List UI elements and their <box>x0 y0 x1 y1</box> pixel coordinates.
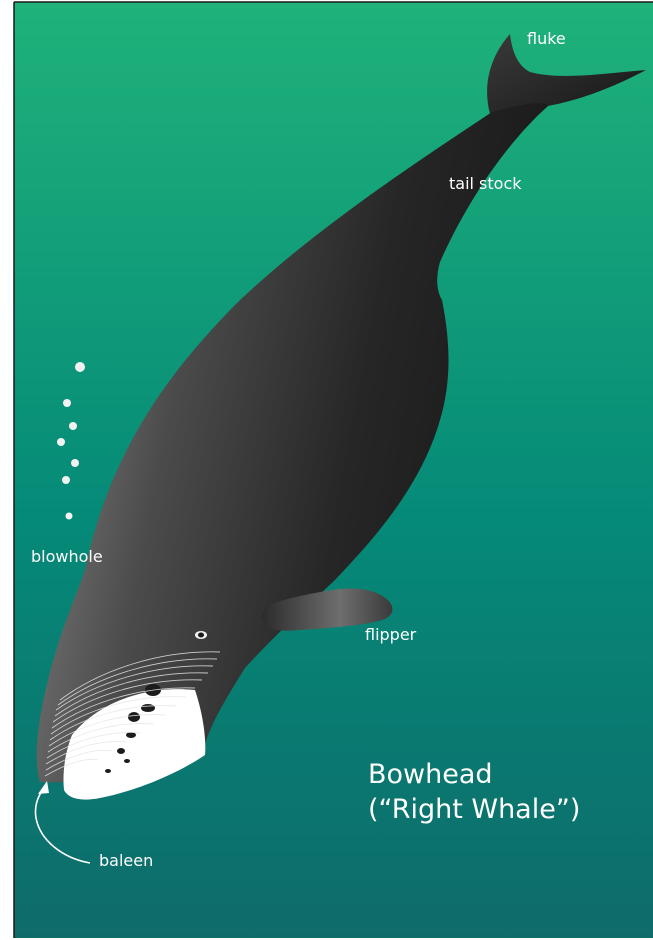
label-flipper: flipper <box>365 626 416 644</box>
diagram-title-line1: Bowhead <box>368 758 493 792</box>
label-tail-stock: tail stock <box>449 175 522 193</box>
label-blowhole: blowhole <box>31 548 103 566</box>
whale-eye <box>195 631 207 639</box>
label-fluke: fluke <box>527 30 566 48</box>
diagram-title-line2: (“Right Whale”) <box>368 793 580 827</box>
label-baleen: baleen <box>99 852 153 870</box>
